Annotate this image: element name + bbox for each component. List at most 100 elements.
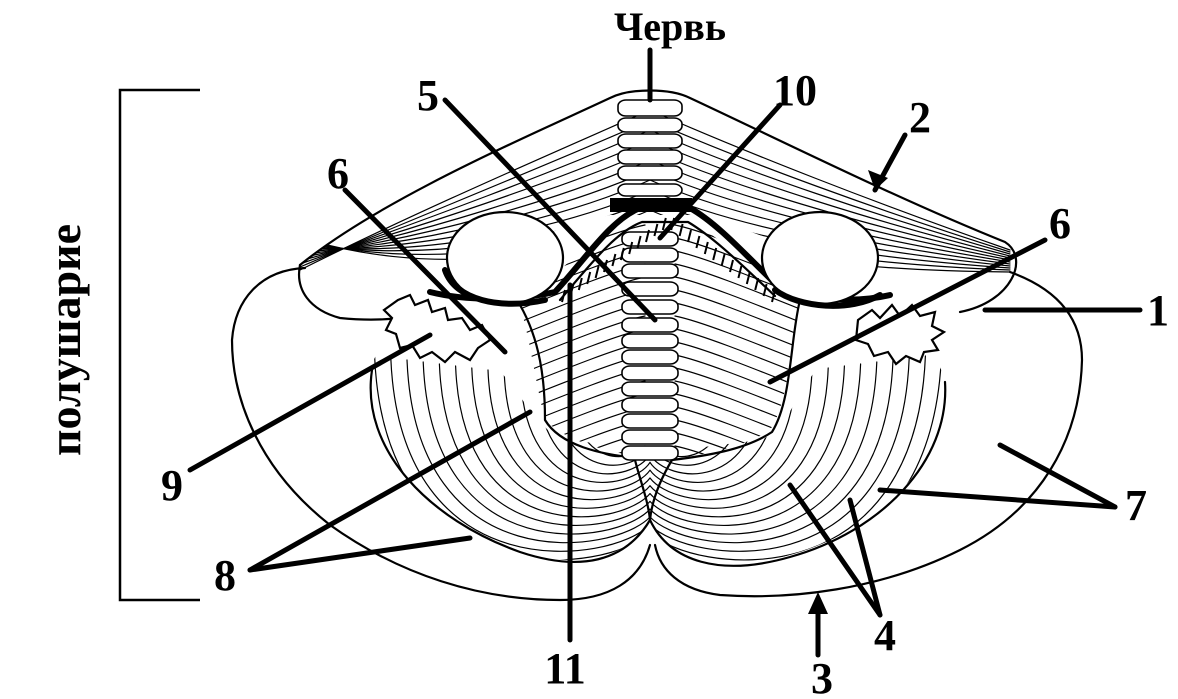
arrow-2: [868, 170, 888, 190]
hatch-mark: [577, 277, 583, 291]
central-line: [674, 328, 800, 375]
central-line: [674, 263, 800, 310]
label-vermis: Червь: [614, 4, 726, 49]
label-2: 2: [909, 93, 931, 142]
central-line: [674, 341, 800, 388]
folia-line: [649, 363, 862, 526]
label-10: 10: [773, 66, 817, 115]
folia-line: [369, 353, 651, 564]
superior-line: [649, 129, 1011, 255]
hatch-mark: [586, 271, 592, 285]
hatch-mark: [661, 217, 667, 231]
folia-line: [649, 369, 813, 501]
hatch-mark: [678, 223, 684, 237]
leader-10: [657, 102, 783, 241]
leader-4a: [787, 482, 883, 618]
label-4: 4: [874, 611, 896, 660]
folia-line: [455, 365, 651, 518]
superior-line: [649, 139, 1011, 257]
folia-line: [649, 361, 878, 535]
inner-folia-outline-right: [648, 380, 947, 567]
hatch-mark: [619, 247, 625, 261]
central-line: [674, 419, 800, 460]
vermis-segment: [617, 117, 683, 133]
hemisphere-bracket: [118, 88, 200, 602]
hatch-mark: [720, 253, 726, 267]
central-line: [674, 289, 800, 336]
right-nucleus-rim: [772, 287, 883, 309]
label-6-right: 6: [1049, 199, 1071, 248]
label-9: 9: [161, 461, 183, 510]
hatch-mark: [703, 241, 709, 255]
central-region-outline: [518, 298, 802, 462]
left-nucleus-rim: [442, 267, 548, 307]
vermis-segment: [617, 133, 683, 149]
label-11: 11: [544, 644, 586, 693]
vermis-segment: [621, 349, 679, 365]
hatch-mark: [611, 253, 617, 267]
leader-8a: [247, 409, 533, 573]
nucleus-dark-block: [610, 198, 692, 212]
leader-8b: [247, 535, 473, 573]
leader-6-right: [767, 237, 1048, 385]
vermis-segment: [621, 365, 679, 381]
vermis-segment: [621, 413, 679, 429]
central-line: [520, 341, 646, 388]
hatch-mark: [687, 229, 692, 243]
vermis-segment: [621, 263, 679, 279]
folia-line: [649, 371, 797, 492]
folia-line: [649, 357, 910, 552]
label-6-left: 6: [327, 149, 349, 198]
folia-line: [649, 359, 894, 544]
folia-line: [390, 357, 651, 552]
central-line: [674, 276, 800, 323]
label-3: 3: [811, 654, 833, 699]
folia-line: [471, 367, 651, 509]
hatch-mark: [762, 283, 768, 297]
leader-7a: [877, 487, 1118, 510]
hatch-mark: [729, 259, 734, 273]
vermis-segment: [617, 165, 683, 181]
superior-line: [649, 119, 1011, 253]
superior-line: [649, 109, 1011, 251]
leader-9: [187, 332, 433, 473]
folia-line: [487, 369, 651, 501]
hatch-mark: [561, 289, 566, 303]
folia-line: [438, 363, 651, 526]
label-1: 1: [1147, 286, 1169, 335]
vermis-segment: [617, 149, 683, 165]
label-7: 7: [1125, 481, 1147, 530]
folia-line: [406, 359, 651, 544]
hatch-mark: [695, 235, 701, 249]
vermis-segment: [621, 231, 679, 247]
central-line: [674, 393, 800, 440]
central-line: [674, 445, 800, 460]
central-line: [674, 302, 800, 349]
folia-line: [649, 367, 829, 509]
central-line: [520, 276, 646, 323]
leader-7b: [997, 442, 1118, 510]
hatch-mark: [653, 223, 659, 237]
hatch-mark: [745, 271, 751, 285]
hatch-mark: [628, 241, 634, 255]
vermis-segment: [621, 381, 679, 397]
folia-line: [649, 365, 845, 518]
vallecula: [633, 458, 674, 522]
vermis-segment: [621, 333, 679, 349]
leader-6-left: [342, 187, 508, 355]
vermis-segment: [621, 445, 679, 461]
superior-line: [649, 149, 1011, 259]
hatch-mark: [636, 235, 642, 249]
hatch-mark: [754, 277, 760, 291]
inner-folia-outline-left: [369, 368, 652, 563]
hatch-mark: [645, 229, 650, 243]
central-line: [674, 315, 800, 362]
label-8: 8: [214, 551, 236, 600]
hatch-mark: [712, 247, 718, 261]
right-hemisphere-outline: [653, 270, 1084, 598]
leader-5: [442, 97, 658, 323]
vermis-segment: [621, 317, 679, 333]
vermis-segment: [617, 183, 683, 197]
